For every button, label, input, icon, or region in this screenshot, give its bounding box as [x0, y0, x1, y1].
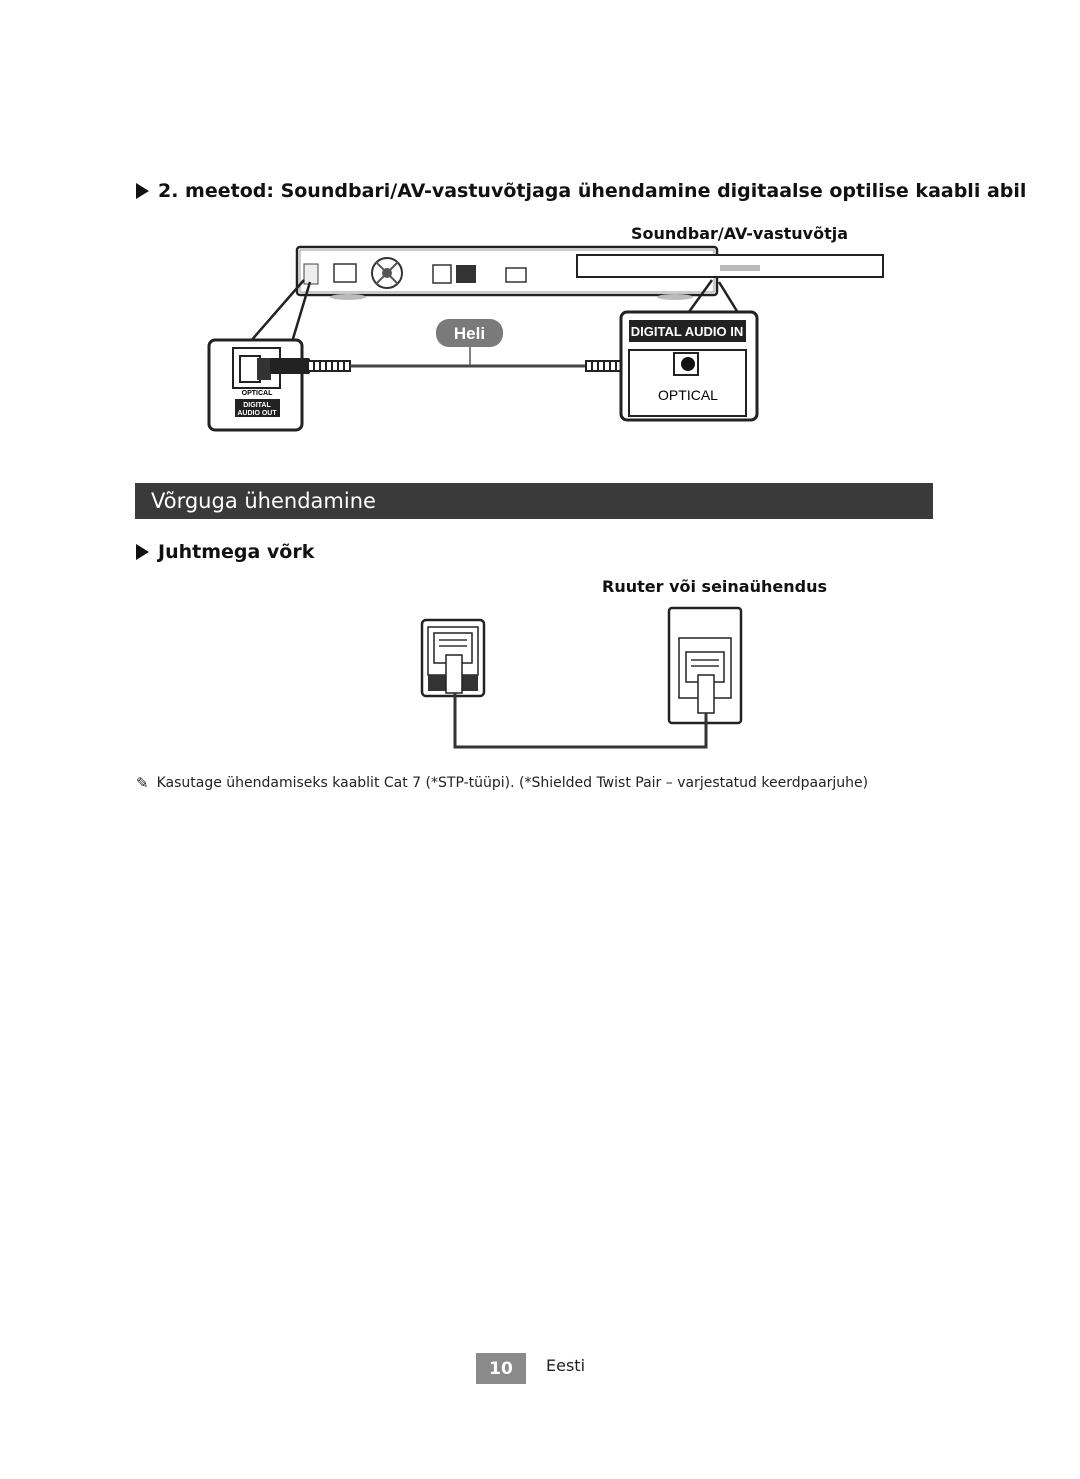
triangle-bullet-icon: [136, 544, 149, 560]
network-section-title: Võrguga ühendamine: [135, 483, 933, 519]
player-lan-port: [420, 618, 486, 698]
right-port-title: DIGITAL AUDIO IN: [631, 324, 743, 339]
lan-cable: [453, 693, 708, 749]
method2-heading: 2. meetod: Soundbari/AV-vastuvõtjaga ühe…: [136, 176, 1026, 206]
page-number: 10: [476, 1353, 526, 1384]
right-port-name: OPTICAL: [658, 387, 718, 403]
method2-heading-text: 2. meetod: Soundbari/AV-vastuvõtjaga ühe…: [158, 180, 1027, 202]
router-label: Ruuter või seinaühendus: [602, 577, 827, 596]
heli-label: Heli: [454, 324, 485, 343]
digital-audio-in-callout: DIGITAL AUDIO IN OPTICAL: [619, 310, 759, 422]
cable-note-text: Kasutage ühendamiseks kaablit Cat 7 (*ST…: [156, 775, 869, 791]
left-port-line2: DIGITAL: [243, 402, 271, 409]
wired-network-heading-text: Juhtmega võrk: [158, 541, 315, 563]
optical-connection-diagram: OPTICAL DIGITAL AUDIO OUT Heli DIGITAL A…: [207, 245, 884, 432]
page-language: Eesti: [546, 1356, 586, 1375]
cable-note: ✎ Kasutage ühendamiseks kaablit Cat 7 (*…: [136, 774, 936, 792]
optical-out-callout: OPTICAL DIGITAL AUDIO OUT: [207, 338, 304, 432]
left-port-line1: OPTICAL: [242, 390, 273, 397]
heli-badge: [436, 319, 503, 347]
triangle-bullet-icon: [136, 183, 149, 199]
pencil-icon: ✎: [136, 774, 149, 792]
player-back-panel: [295, 245, 884, 300]
left-port-line3: AUDIO OUT: [237, 410, 277, 417]
optical-cable: [270, 346, 670, 374]
wired-network-heading: Juhtmega võrk: [136, 538, 314, 566]
lan-connection-diagram: [420, 606, 743, 749]
wall-socket: [667, 606, 743, 725]
soundbar-label: Soundbar/AV-vastuvõtja: [631, 224, 849, 243]
